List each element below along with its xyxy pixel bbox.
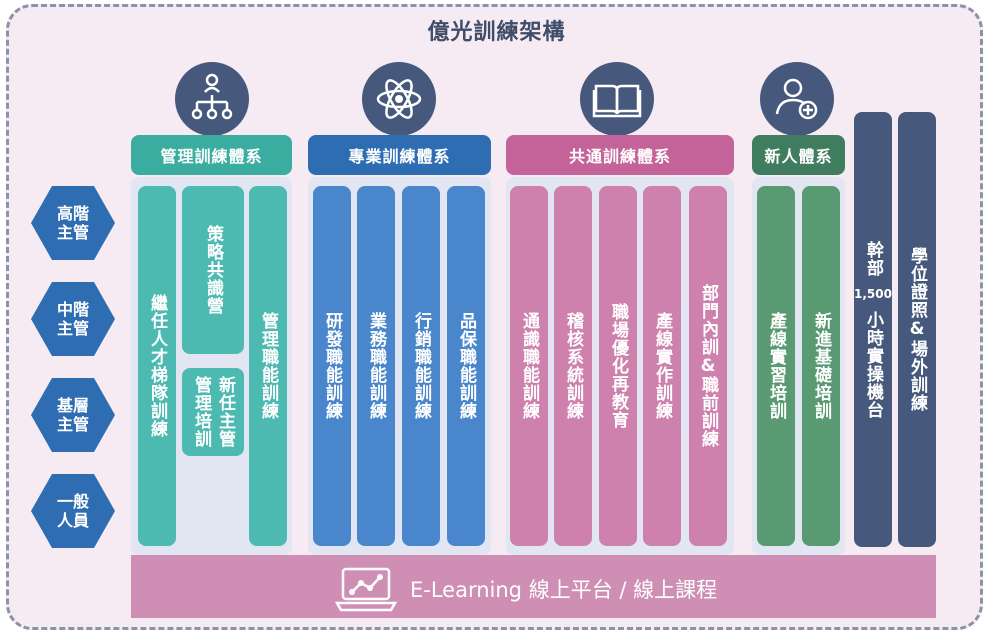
elearning-bar	[131, 555, 936, 618]
column-marketing-competency-training: 行銷職能訓練	[402, 186, 440, 546]
level-middle-managers: 中階主管	[31, 282, 115, 356]
hexagon-shape	[31, 282, 115, 356]
column-production-line-practice: 產線實作訓練	[643, 186, 681, 546]
column-label: 通識職能訓練	[519, 312, 539, 420]
column-label: 管理職能訓練	[258, 312, 278, 420]
column-general-competency-training: 通識職能訓練	[510, 186, 548, 546]
column-label: 部門內訓	[698, 284, 718, 356]
column-strategy-consensus-camp: 策略共識營	[182, 186, 244, 354]
column-label: 產線實作訓練	[652, 312, 672, 420]
atom-icon	[362, 62, 436, 136]
column-label: 職場優化再教育	[608, 303, 628, 429]
diagram-title: 億光訓練架構	[427, 20, 566, 45]
column-label: 新進基礎培訓	[811, 312, 831, 420]
column-label: 行銷職能訓練	[411, 312, 431, 420]
column-label: 品保職能訓練	[456, 312, 476, 420]
column-qa-competency-training: 品保職能訓練	[447, 186, 485, 546]
level-label: 中階主管	[56, 300, 89, 338]
column-audit-system-training: 稽核系統訓練	[554, 186, 592, 546]
column-label: 稽核系統訓練	[563, 312, 583, 420]
level-label: 一般人員	[56, 492, 89, 530]
column-workplace-reeducation: 職場優化再教育	[599, 186, 637, 546]
column-label: 研發職能訓練	[322, 312, 342, 420]
column-label: 策略共識營	[203, 225, 223, 315]
level-general-staff: 一般人員	[31, 474, 115, 548]
column-production-line-internship: 產線實習培訓	[757, 186, 795, 546]
column-new-manager-training: 新任主管 管理培訓	[182, 368, 244, 456]
laptop-chart-icon	[334, 567, 398, 612]
column-label: 職前訓練	[698, 376, 718, 448]
management-system-header: 管理訓練體系	[131, 135, 292, 175]
level-frontline-supervisors: 基層主管	[31, 378, 115, 452]
level-label: 高階主管	[56, 204, 89, 242]
column-degree-certification-external: 學位證照&場外訓練	[898, 112, 936, 547]
column-label: 新任主管	[215, 376, 235, 448]
column-label: 管理培訓	[191, 376, 211, 448]
column-succession-talent-training: 繼任人才梯隊訓練	[138, 186, 176, 546]
column-rd-competency-training: 研發職能訓練	[313, 186, 351, 546]
elearning-label: E-Learning 線上平台 / 線上課程	[410, 578, 718, 602]
column-label: 學位證照&場外訓練	[907, 247, 927, 412]
column-sales-competency-training: 業務職能訓練	[357, 186, 395, 546]
column-label: 產線實習培訓	[766, 312, 786, 420]
column-label-top: 幹部	[863, 240, 883, 277]
level-senior-managers: 高階主管	[31, 186, 115, 260]
newcomer-system-header: 新人體系	[752, 135, 845, 175]
column-management-competency-training: 管理職能訓練	[249, 186, 287, 546]
column-new-hire-basic-training: 新進基礎培訓	[802, 186, 840, 546]
common-system-header: 共通訓練體系	[506, 135, 734, 175]
add-user-icon	[760, 62, 834, 136]
org-chart-icon	[175, 62, 249, 136]
column-label: 繼任人才梯隊訓練	[147, 294, 167, 438]
column-cadre-machine-hours: 幹部 1,500 小時實操機台	[854, 112, 892, 547]
level-label: 基層主管	[56, 396, 89, 434]
hexagon-shape	[31, 378, 115, 452]
book-icon	[580, 62, 654, 136]
column-label: 業務職能訓練	[366, 312, 386, 420]
professional-system-header: 專業訓練體系	[308, 135, 491, 175]
ampersand: &	[700, 356, 716, 376]
hours-number: 1,500	[854, 286, 892, 301]
column-label-bottom: 小時實操機台	[863, 310, 883, 419]
column-department-and-pre-job-training: 部門內訓 & 職前訓練	[689, 186, 727, 546]
